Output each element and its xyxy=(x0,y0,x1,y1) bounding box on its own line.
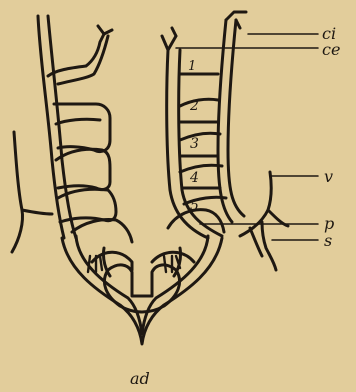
arch-numbers: 1 2 3 4 5 xyxy=(188,59,199,214)
right-dorsal-aorta xyxy=(162,12,246,238)
arch-number-4: 4 xyxy=(189,170,199,186)
label-ce: ce xyxy=(322,40,340,59)
small-stubs xyxy=(88,256,180,272)
label-s: s xyxy=(324,231,332,250)
label-v: v xyxy=(324,167,333,186)
left-arches xyxy=(54,104,132,242)
arch-number-1: 1 xyxy=(188,59,196,74)
heart-outline xyxy=(62,236,222,344)
arch-number-5: 5 xyxy=(190,198,199,214)
left-dorsal-aorta xyxy=(38,16,112,238)
arch-number-2: 2 xyxy=(189,98,199,114)
label-ad: ad xyxy=(130,369,150,388)
arch-number-3: 3 xyxy=(190,136,199,152)
side-vessels xyxy=(12,132,288,270)
side-labels: ci ce v p s xyxy=(322,24,340,250)
